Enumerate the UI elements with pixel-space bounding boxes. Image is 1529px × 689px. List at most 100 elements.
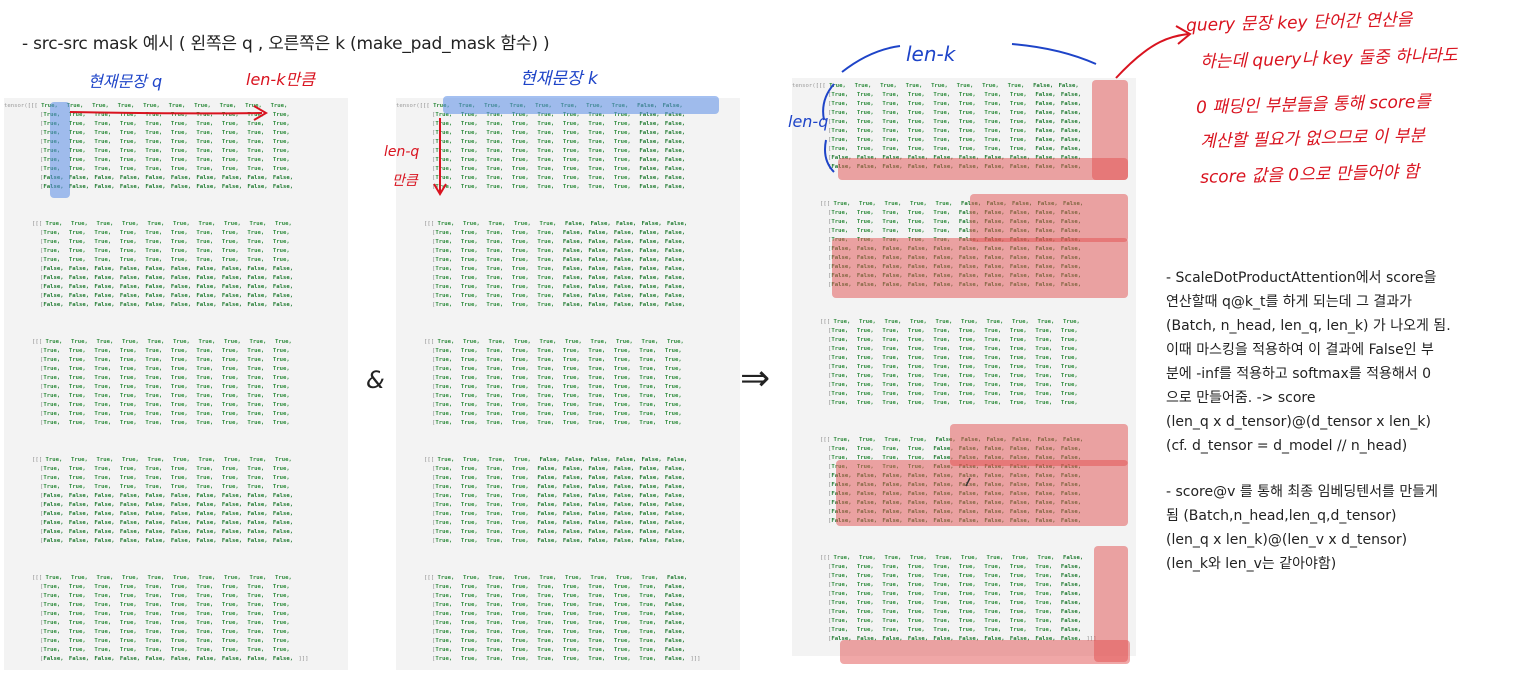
- mask-value: False,: [664, 593, 686, 599]
- mask-value: True,: [462, 575, 480, 581]
- mask-value: True,: [537, 411, 555, 417]
- red-note-line: query 문장 key 단어간 연산을: [1185, 10, 1413, 36]
- mask-value: True,: [221, 611, 239, 617]
- mask-value: True,: [1009, 110, 1027, 116]
- mask-value: False,: [247, 529, 268, 535]
- mask-value: False,: [933, 636, 954, 642]
- mask-value: True,: [588, 148, 606, 154]
- mask-value: False,: [562, 239, 584, 245]
- tensor-row: [True,True,True,True,True,True,True,True…: [4, 610, 298, 619]
- mask-value: False,: [272, 175, 294, 181]
- mask-value: True,: [247, 620, 265, 626]
- mask-value: True,: [831, 128, 849, 134]
- mask-value: False,: [664, 511, 686, 517]
- mask-value: False,: [119, 538, 141, 544]
- notes-line: 이때 마스킹을 적용하여 이 결과에 False인 부: [1166, 342, 1434, 358]
- tensor-row: [[[ True,True,True,True,True,True,True,T…: [4, 220, 300, 229]
- row-open-bracket: [: [828, 391, 832, 397]
- mask-value: True,: [43, 602, 61, 608]
- row-open-bracket: [: [432, 366, 436, 372]
- mask-value: True,: [513, 457, 531, 463]
- tensor-row: [True,True,True,True,True,True,True,True…: [792, 381, 1086, 390]
- mask-value: True,: [94, 112, 112, 118]
- mask-value: True,: [272, 602, 290, 608]
- mask-value: True,: [486, 611, 504, 617]
- mask-value: True,: [882, 210, 900, 216]
- mask-value: True,: [460, 411, 478, 417]
- row-open-bracket: [: [432, 284, 436, 290]
- row-open-bracket: [: [828, 482, 832, 488]
- mask-value: False,: [272, 520, 294, 526]
- mask-value: True,: [856, 382, 874, 388]
- mask-value: True,: [486, 248, 504, 254]
- mask-value: True,: [588, 638, 606, 644]
- mask-value: True,: [435, 511, 453, 517]
- tensor-row: [True,True,True,True,True,True,True,True…: [4, 356, 298, 365]
- tensor-row: [False,False,False,False,False,False,Fal…: [4, 519, 298, 528]
- mask-value: True,: [1060, 337, 1078, 343]
- key-row-highlight: [443, 96, 719, 114]
- mask-value: False,: [639, 529, 660, 535]
- mask-value: False,: [196, 538, 217, 544]
- mask-value: True,: [94, 239, 112, 245]
- mask-value: True,: [933, 219, 951, 225]
- mask-value: True,: [1009, 146, 1027, 152]
- row-open-bracket: [: [432, 475, 436, 481]
- mask-value: True,: [247, 375, 265, 381]
- mask-value: False,: [272, 302, 294, 308]
- mask-value: False,: [639, 493, 660, 499]
- mask-value: True,: [1035, 346, 1053, 352]
- mask-value: True,: [196, 402, 214, 408]
- mask-value: True,: [907, 228, 925, 234]
- mask-value: True,: [907, 627, 925, 633]
- mask-value: False,: [613, 475, 635, 481]
- mask-value: False,: [562, 493, 584, 499]
- len-k-label-result: len-k: [906, 42, 956, 66]
- mask-value: True,: [221, 384, 239, 390]
- mask-value: True,: [435, 148, 453, 154]
- mask-value: False,: [272, 493, 294, 499]
- row-open-bracket: [: [828, 600, 832, 606]
- mask-value: True,: [984, 573, 1002, 579]
- mask-value: True,: [94, 629, 112, 635]
- mask-value: False,: [145, 520, 166, 526]
- mask-value: True,: [984, 618, 1002, 624]
- mask-value: True,: [147, 575, 165, 581]
- mask-value: True,: [170, 157, 188, 163]
- mask-value: True,: [145, 620, 163, 626]
- mask-value: False,: [94, 656, 115, 662]
- mask-value: True,: [94, 130, 112, 136]
- mask-value: False,: [43, 656, 64, 662]
- mask-value: True,: [196, 420, 214, 426]
- mask-value: False,: [247, 493, 268, 499]
- mask-value: True,: [907, 355, 925, 361]
- tensor-row: [True,True,True,True,True,True,True,True…: [792, 354, 1086, 363]
- mask-value: False,: [639, 257, 660, 263]
- mask-value: False,: [1035, 128, 1056, 134]
- mask-value: True,: [511, 130, 529, 136]
- mask-value: False,: [639, 184, 660, 190]
- mask-value: True,: [856, 128, 874, 134]
- mask-value: True,: [486, 266, 504, 272]
- mask-value: True,: [435, 230, 453, 236]
- mask-value: True,: [831, 391, 849, 397]
- mask-value: True,: [435, 602, 453, 608]
- row-open-bracket: [: [40, 175, 44, 181]
- mask-value: False,: [639, 520, 660, 526]
- row-open-bracket: [: [432, 248, 436, 254]
- mask-value: False,: [958, 636, 980, 642]
- mask-value: True,: [958, 137, 976, 143]
- row-open-bracket: [: [828, 564, 832, 570]
- mask-value: True,: [856, 110, 874, 116]
- mask-value: False,: [958, 228, 980, 234]
- mask-value: False,: [664, 157, 686, 163]
- mask-value: True,: [933, 210, 951, 216]
- mask-value: False,: [272, 266, 294, 272]
- mask-value: False,: [588, 266, 609, 272]
- mask-value: True,: [94, 375, 112, 381]
- mask-value: True,: [272, 420, 290, 426]
- row-open-bracket: [: [828, 328, 832, 334]
- mask-value: True,: [511, 620, 529, 626]
- mask-value: True,: [831, 210, 849, 216]
- mask-value: True,: [196, 375, 214, 381]
